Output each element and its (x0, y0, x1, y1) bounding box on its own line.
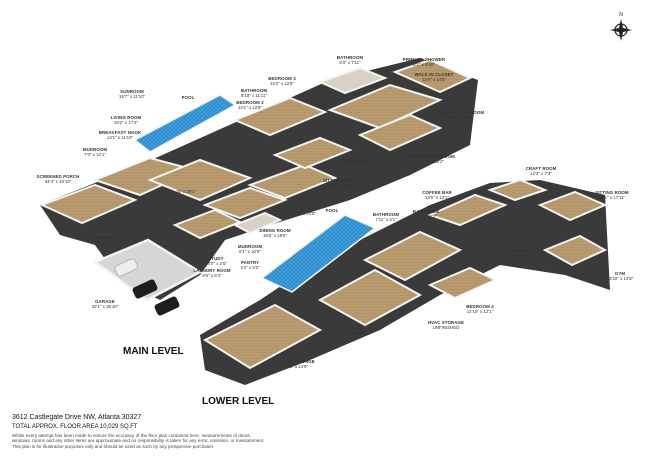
disclaimer-line: This plan is for illustrative purposes o… (12, 443, 215, 449)
main-level-plan (39, 58, 478, 316)
room-label-bedroom-5: BEDROOM 5 (340, 158, 368, 163)
closet-top (392, 58, 473, 94)
theater (317, 268, 423, 327)
bath-top (317, 66, 388, 95)
screened-porch (39, 183, 138, 225)
gym (542, 234, 608, 267)
coffee-bar (427, 193, 508, 227)
room-label-pool-main: POOL (181, 95, 195, 100)
disclaimer-line: Whilst every attempt has been made to en… (12, 433, 252, 438)
lower-level-plan (200, 178, 610, 385)
mudroom (232, 211, 283, 235)
lower-pool (260, 214, 377, 293)
main-pool (133, 94, 237, 153)
room-label-kitchen-dims: 18' x 28'1" (175, 189, 197, 194)
lower-lounge (202, 303, 323, 370)
garage (92, 238, 203, 302)
lower-level-title: LOWER LEVEL (202, 396, 275, 407)
compass-north-label: N (619, 12, 623, 18)
car-3 (154, 296, 180, 316)
car-2 (132, 279, 158, 299)
main-level-title: MAIN LEVEL (123, 346, 184, 357)
bedroom-4 (427, 266, 498, 300)
compass-icon: N (610, 12, 632, 41)
craft-room (487, 178, 548, 202)
dining-room (202, 186, 288, 220)
address-text: 3612 Castlegate Drive NW, Atlanta 30327 (12, 414, 142, 421)
primary-suite (327, 83, 443, 130)
car-1 (114, 258, 138, 277)
bedroom-rooms (232, 96, 328, 137)
sitting-room (537, 190, 608, 222)
room-label-pool-lower: POOL (325, 208, 339, 213)
total-area-text: TOTAL APPROX. FLOOR AREA 10,029 SQ.FT (12, 424, 138, 430)
primary-bedroom (357, 113, 443, 152)
foyer (247, 163, 338, 200)
disclaimer-line: windows, rooms and any other items are a… (12, 438, 265, 444)
disclaimer-text: Whilst every attempt has been made to en… (12, 433, 302, 449)
kitchen (147, 158, 253, 202)
sitting-area (272, 136, 353, 170)
lower-hall (362, 230, 463, 282)
